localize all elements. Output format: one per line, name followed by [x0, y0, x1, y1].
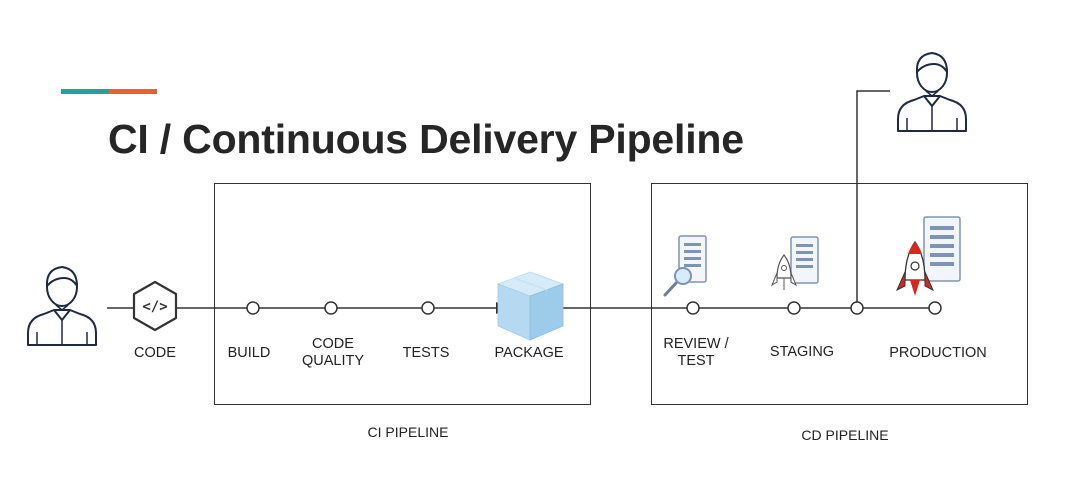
staging-label: STAGING [770, 344, 834, 361]
production-label-text: PRODUCTION [889, 345, 987, 361]
review-test-label-line1: REVIEW / [663, 336, 729, 352]
accent-orange [109, 89, 157, 94]
server-magnifier-icon [663, 235, 707, 297]
node-staging [787, 301, 801, 315]
tests-label: TESTS [403, 345, 450, 362]
svg-text:</>: </> [142, 299, 167, 315]
node-code-quality [324, 301, 338, 315]
code-label-text: CODE [134, 345, 176, 361]
production-label: PRODUCTION [889, 345, 986, 362]
ci-pipeline-box [214, 183, 591, 405]
accent-teal [61, 89, 109, 94]
developer-person-icon [27, 266, 97, 346]
package-label-text: PACKAGE [494, 345, 564, 361]
page-title: CI / Continuous Delivery Pipeline [108, 116, 744, 162]
build-label-text: BUILD [227, 345, 271, 361]
ci-pipeline-caption: CI PIPELINE [367, 424, 449, 440]
code-quality-label-line1: CODE [312, 336, 354, 352]
node-build [246, 301, 260, 315]
node-review-test [686, 301, 700, 315]
node-production [928, 301, 942, 315]
code-hexagon-icon: </> [132, 280, 178, 332]
tests-label-text: TESTS [402, 345, 450, 361]
build-label: BUILD [228, 345, 271, 362]
package-box-icon [496, 271, 565, 341]
review-test-label: REVIEW / TEST [663, 336, 728, 370]
title-accent-bar [61, 89, 157, 94]
server-red-rocket-icon [895, 216, 961, 296]
node-approval [850, 301, 864, 315]
server-rocket-icon [770, 236, 819, 290]
cd-pipeline-box [651, 183, 1028, 405]
code-quality-label-line2: QUALITY [301, 353, 365, 369]
staging-label-text: STAGING [769, 344, 835, 360]
stage-nodes [246, 301, 942, 315]
package-label: PACKAGE [494, 345, 563, 362]
code-label: CODE [134, 345, 176, 362]
cd-pipeline-caption: CD PIPELINE [801, 427, 889, 443]
node-tests [421, 301, 435, 315]
code-quality-label: CODE QUALITY [302, 336, 364, 370]
approval-line [856, 90, 890, 308]
approver-person-icon [897, 52, 967, 132]
review-test-label-line2: TEST [677, 353, 715, 369]
